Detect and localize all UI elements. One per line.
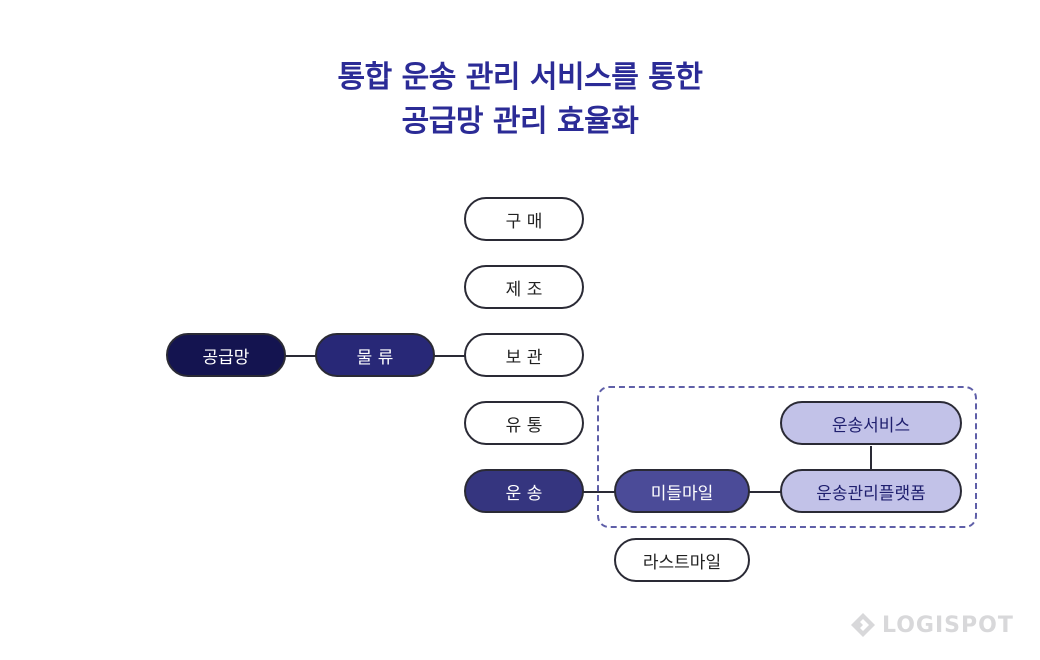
node-storage: 보 관 [464,333,584,377]
node-supply-chain: 공급망 [166,333,286,377]
node-logistics: 물 류 [315,333,435,377]
node-last-mile: 라스트마일 [614,538,750,582]
logispot-logo: LOGISPOT [850,612,1014,638]
node-label: 유 통 [505,415,543,436]
diamond-logo-icon [851,613,875,637]
node-label: 공급망 [202,347,250,368]
title-line-2: 공급망 관리 효율화 [401,104,639,139]
node-label: 운송관리플랫폼 [816,483,926,504]
transport-platform-group [597,386,977,528]
node-transport: 운 송 [464,469,584,513]
node-label: 운 송 [505,483,543,504]
node-label: 구 매 [505,211,543,232]
node-tms-platform: 운송관리플랫폼 [780,469,962,513]
node-distribution: 유 통 [464,401,584,445]
node-manufacturing: 제 조 [464,265,584,309]
node-label: 물 류 [356,347,394,368]
node-label: 제 조 [505,279,543,300]
node-label: 미들마일 [650,483,714,504]
title-line-1: 통합 운송 관리 서비스를 통한 [337,60,703,95]
node-label: 라스트마일 [642,552,722,573]
node-label: 보 관 [505,347,543,368]
node-purchase: 구 매 [464,197,584,241]
node-middle-mile: 미들마일 [614,469,750,513]
logo-text: LOGISPOT [882,612,1014,638]
node-transport-service: 운송서비스 [780,401,962,445]
node-label: 운송서비스 [831,415,911,436]
diagram-title: 통합 운송 관리 서비스를 통한 공급망 관리 효율화 [0,56,1040,144]
